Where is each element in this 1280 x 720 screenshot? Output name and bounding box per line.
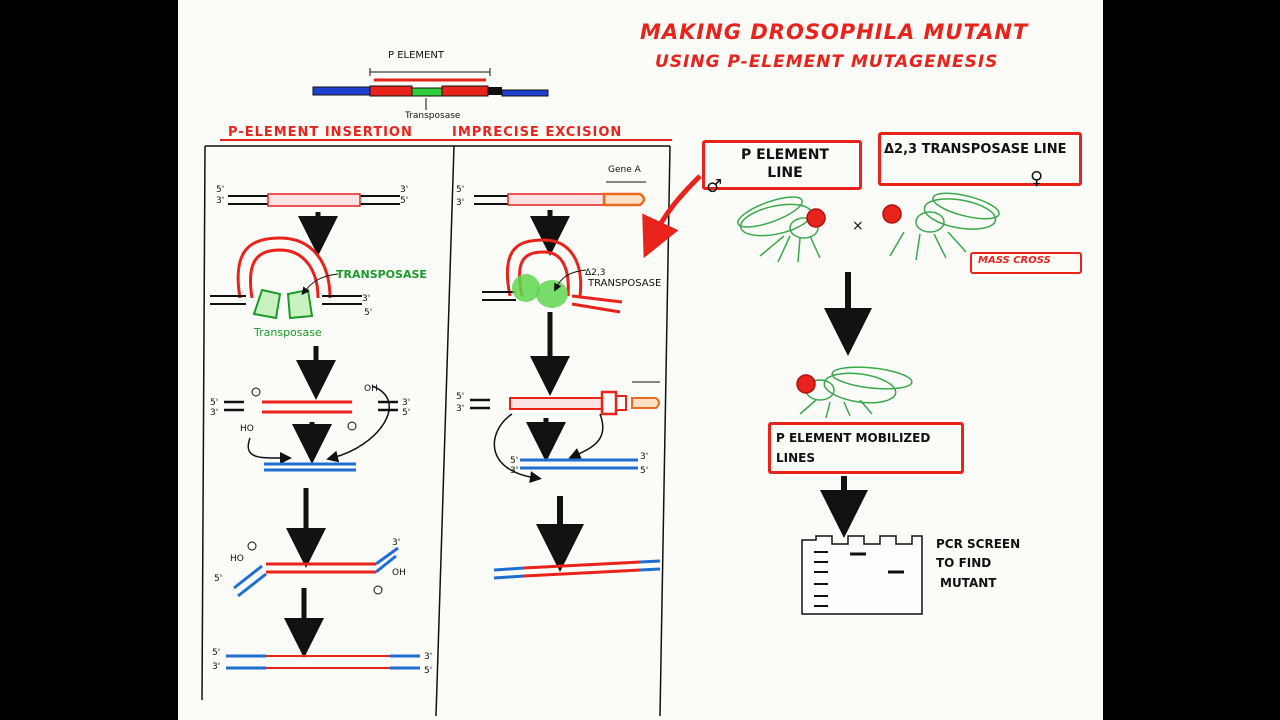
fly-female-icon [882,192,1000,261]
excision-step-2 [482,238,623,314]
mass-cross-box [970,252,1082,274]
end-label: 3' [456,198,465,208]
end-label: 3' [400,185,409,195]
end-label: 3' [402,398,411,408]
oh-right-label-2: OH [392,568,406,578]
times-symbol: × [852,218,864,234]
title-line-2: USING P-ELEMENT MUTAGENESIS [655,52,999,72]
end-label: 5' [510,456,519,466]
excision-step-1 [474,181,646,207]
mobilized-box [768,422,964,474]
oh-left-label-2: HO [230,554,244,564]
excision-result [493,559,661,580]
female-symbol: ♀ [1030,168,1044,189]
end-label: 5' [640,466,649,476]
link-arrow [642,174,702,259]
fly-male-icon [737,196,826,263]
end-label: 5' [212,648,221,658]
p-element-line-box [702,140,862,190]
transposase-caption: Transposase [254,326,322,339]
end-label: 5' [400,196,409,206]
mobilized-label: P ELEMENT MOBILIZED LINES [776,431,931,465]
end-label: 3' [456,404,465,414]
insertion-heading: P-ELEMENT INSERTION [228,125,413,140]
pcr-label-1: PCR SCREEN [936,537,1021,551]
gene-a-label: Gene A [608,165,641,175]
target-dna [264,462,356,472]
delta-label: Δ2,3 [585,268,606,278]
insertion-step-4 [233,541,399,598]
pcr-label-2: TO FIND [936,556,992,570]
transposase-line-label: Δ2,3 TRANSPOSASE LINE [884,142,1067,157]
male-symbol: ♂ [706,176,723,197]
excision-transposase-label: TRANSPOSASE [588,278,662,289]
end-label: 5' [424,666,433,676]
end-label: 3' [362,294,371,304]
transposase-label: TRANSPOSASE [336,268,427,281]
p-element-label: P ELEMENT [388,50,444,61]
end-label: 3' [210,408,219,418]
insertion-step-3 [224,385,398,465]
transposase-line-box [878,132,1082,186]
oh-right-label: OH [364,384,378,394]
insertion-step-5 [226,654,420,670]
excision-target-dna [520,458,638,470]
end-label: 5' [364,308,373,318]
end-label: 5' [214,574,223,584]
pcr-label-3: MUTANT [940,576,997,590]
fly-offspring-icon [796,366,913,419]
insertion-step-2 [210,236,362,320]
excision-heading: IMPRECISE EXCISION [452,125,623,140]
mass-cross-label: MASS CROSS [978,255,1051,266]
title-line-1: MAKING DROSOPHILA MUTANT [640,20,1029,44]
excision-step-3 [470,381,660,484]
p-element-line-label: P ELEMENT LINE [741,147,829,181]
end-label: 5' [210,398,219,408]
end-label: 3' [216,196,225,206]
end-label: 5' [456,392,465,402]
end-label: 5' [402,408,411,418]
p-element-construct [312,68,549,110]
end-label: 3' [392,538,401,548]
end-label: 3' [424,652,433,662]
insertion-step-1 [228,193,400,207]
panel-frame [201,139,672,717]
oh-left-label: HO [240,424,254,434]
end-label: 5' [216,185,225,195]
pcr-gel [801,535,923,615]
end-label: 3' [640,452,649,462]
end-label: 3' [212,662,221,672]
transposase-gene-label: Transposase [405,111,461,121]
end-label: 5' [456,185,465,195]
